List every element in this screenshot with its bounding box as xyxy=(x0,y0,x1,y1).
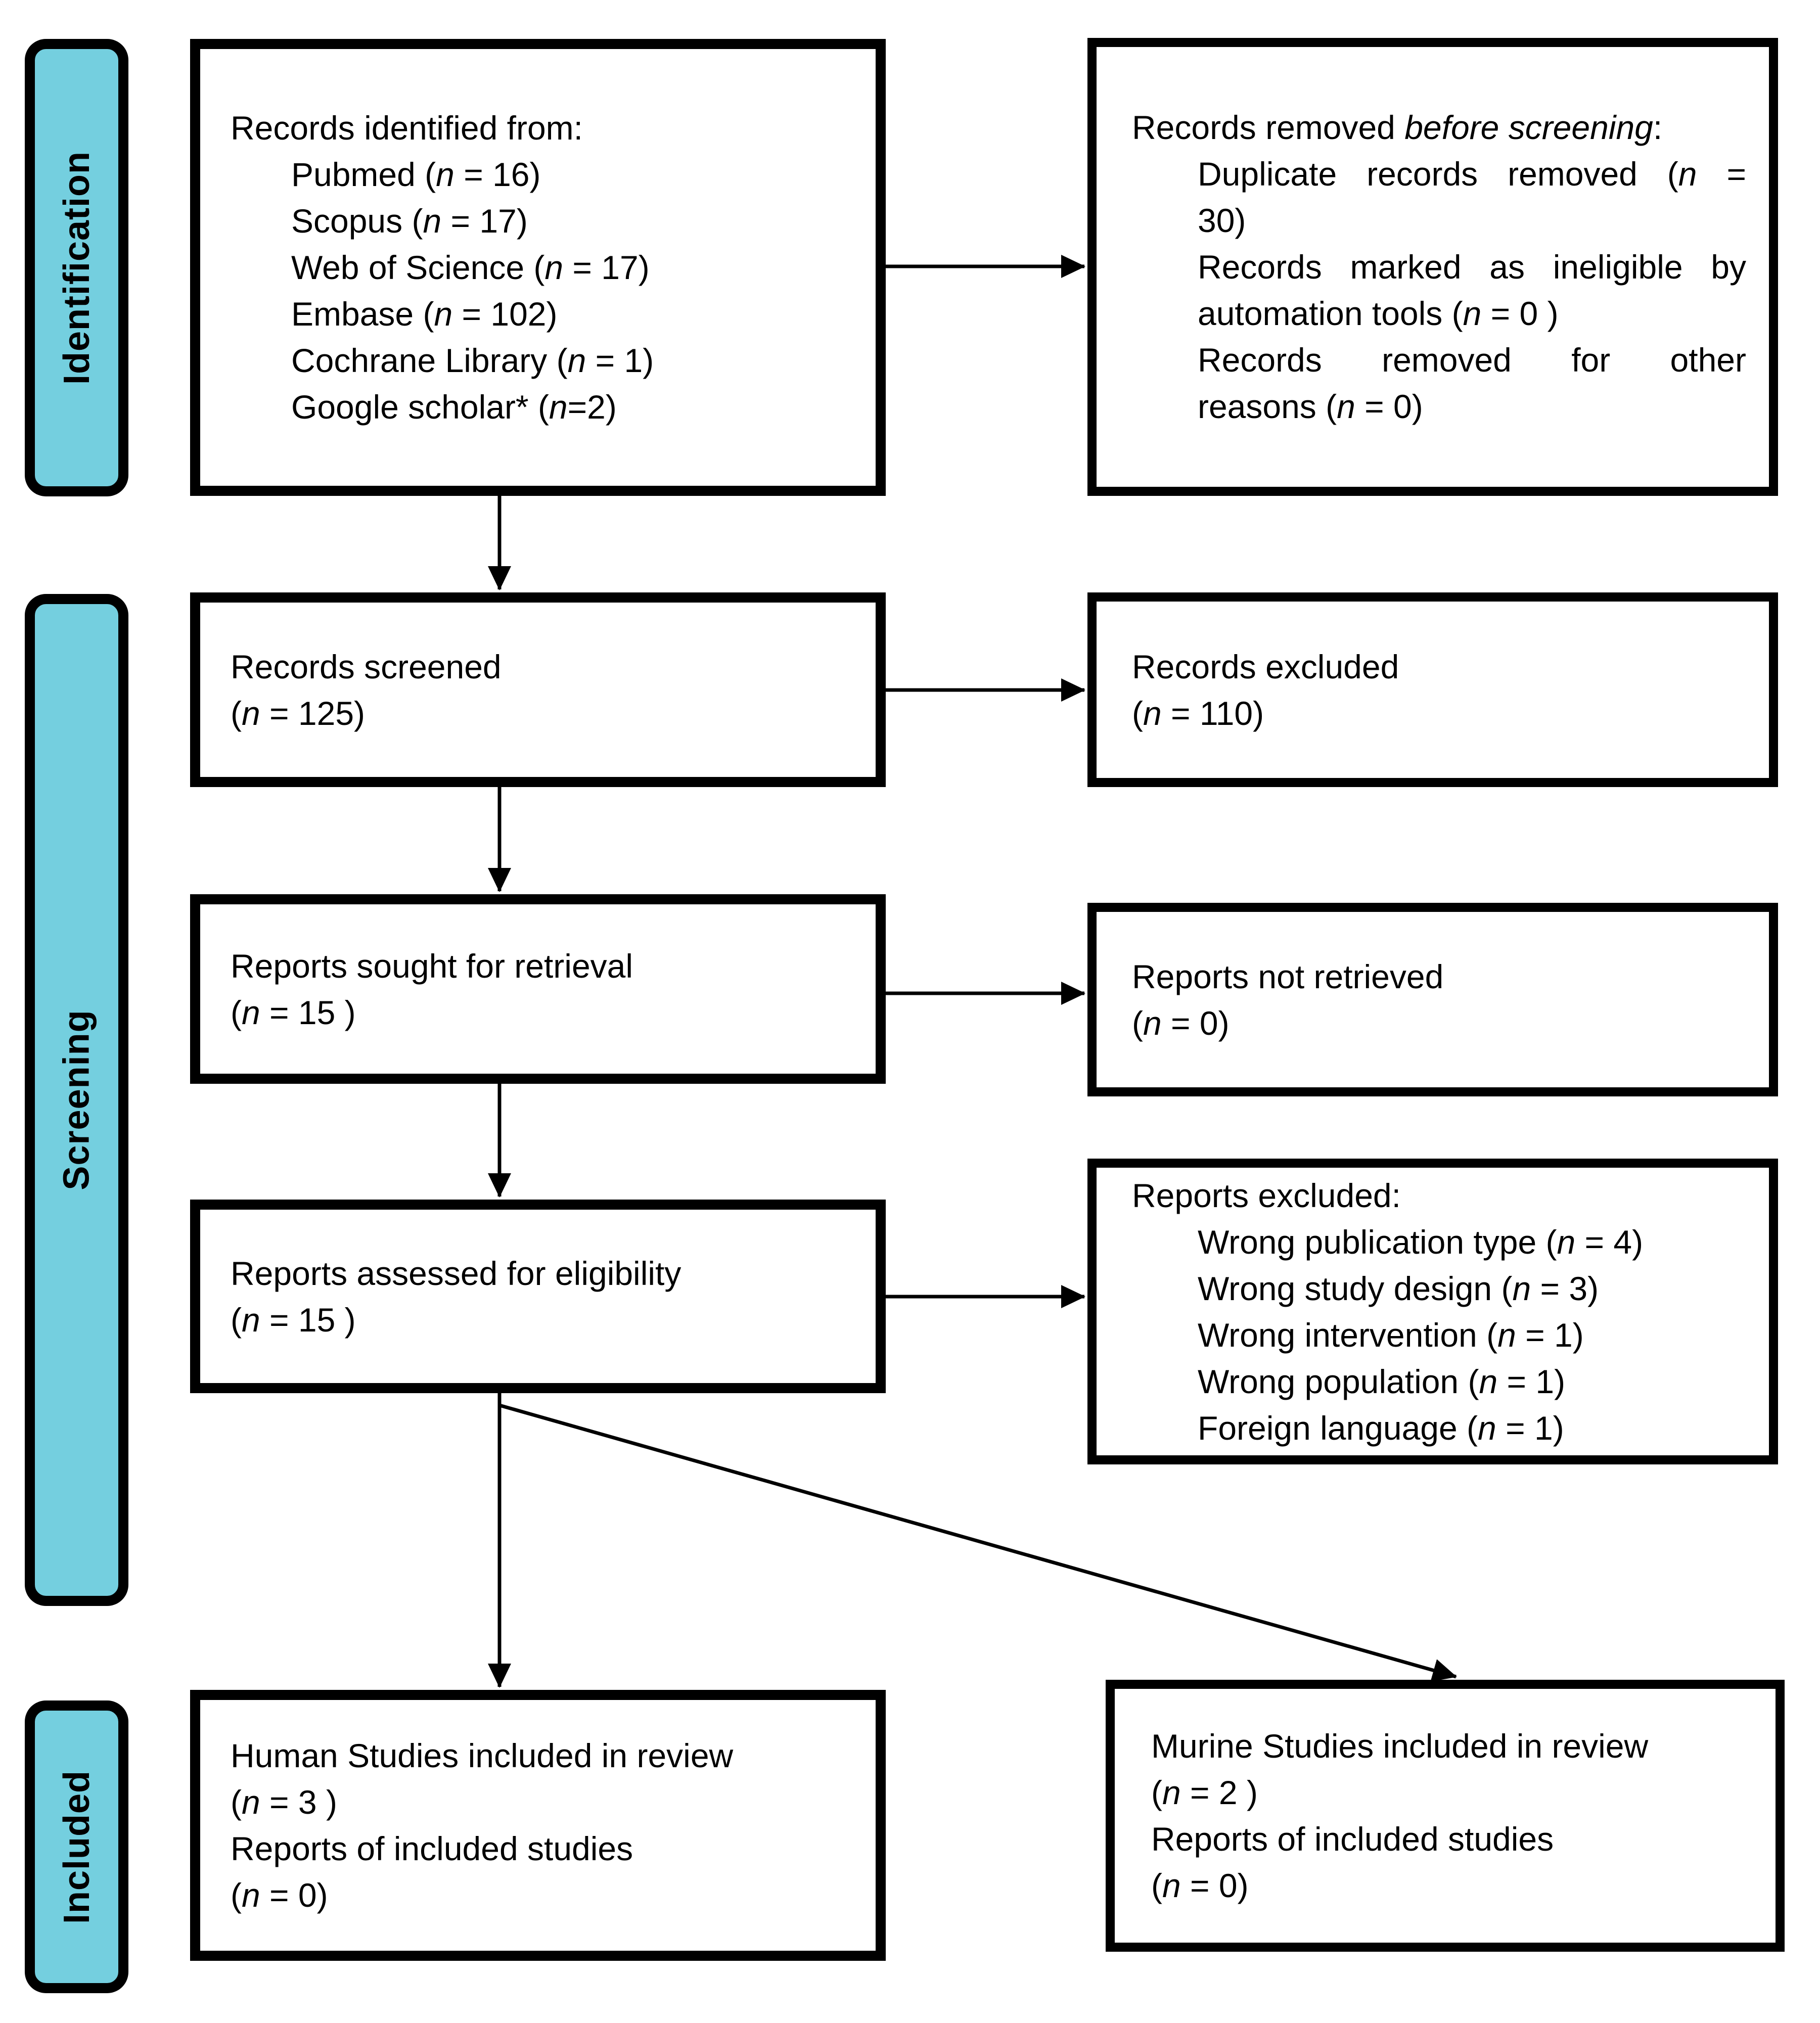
box-reports-not-retrieved: Reports not retrieved (n = 0) xyxy=(1087,903,1778,1096)
box-reports-excluded-title: Reports excluded: xyxy=(1132,1176,1401,1214)
box-reports-sought: Reports sought for retrieval (n = 15 ) xyxy=(190,894,886,1084)
removed-item: automation tools (n = 0 ) xyxy=(1198,295,1559,332)
stage-label-included: Included xyxy=(25,1700,128,1993)
murine-reports-count: (n = 0) xyxy=(1151,1867,1249,1904)
box-reports-excluded: Reports excluded: Wrong publication type… xyxy=(1087,1159,1778,1464)
arrow-assessed-to-murine-studies xyxy=(499,1403,1457,1682)
box-reports-not-retrieved-title: Reports not retrieved xyxy=(1132,957,1444,995)
box-records-screened: Records screened (n = 125) xyxy=(190,592,886,787)
box-reports-sought-title: Reports sought for retrieval xyxy=(231,947,633,985)
box-murine-studies-title: Murine Studies included in review xyxy=(1151,1727,1649,1765)
human-reports-label: Reports of included studies xyxy=(231,1830,633,1867)
box-records-identified-title: Records identified from: xyxy=(231,109,583,147)
source-item: Google scholar* (n=2) xyxy=(291,388,617,426)
records-screened-count: (n = 125) xyxy=(231,694,366,732)
box-records-excluded: Records excluded (n = 110) xyxy=(1087,592,1778,787)
removed-item: 30) xyxy=(1198,202,1246,239)
box-records-screened-title: Records screened xyxy=(231,648,502,685)
human-reports-count: (n = 0) xyxy=(231,1876,328,1914)
exclusion-reason: Wrong study design (n = 3) xyxy=(1198,1269,1599,1307)
box-reports-assessed-title: Reports assessed for eligibility xyxy=(231,1254,681,1292)
human-studies-count: (n = 3 ) xyxy=(231,1783,337,1821)
exclusion-reason: Foreign language (n = 1) xyxy=(1198,1409,1564,1447)
reports-sought-count: (n = 15 ) xyxy=(231,993,356,1031)
removed-item: Records marked as ineligible by xyxy=(1198,248,1746,286)
box-reports-assessed: Reports assessed for eligibility (n = 15… xyxy=(190,1200,886,1393)
murine-reports-label: Reports of included studies xyxy=(1151,1820,1554,1858)
box-records-removed: Records removed before screening: Duplic… xyxy=(1087,38,1778,496)
source-item: Scopus (n = 17) xyxy=(291,202,528,240)
box-records-excluded-title: Records excluded xyxy=(1132,648,1399,685)
box-human-studies-included: Human Studies included in review (n = 3 … xyxy=(190,1690,886,1961)
removed-item: Duplicate records removed (n = xyxy=(1198,155,1746,193)
exclusion-reason: Wrong population (n = 1) xyxy=(1198,1362,1566,1400)
box-records-identified: Records identified from: Pubmed (n = 16)… xyxy=(190,39,886,496)
stage-label-screening: Screening xyxy=(25,594,128,1606)
reports-not-retrieved-count: (n = 0) xyxy=(1132,1004,1230,1042)
box-human-studies-title: Human Studies included in review xyxy=(231,1737,734,1774)
removed-item: reasons (n = 0) xyxy=(1198,388,1423,425)
source-item: Pubmed (n = 16) xyxy=(291,156,541,193)
source-item: Cochrane Library (n = 1) xyxy=(291,342,654,379)
murine-studies-count: (n = 2 ) xyxy=(1151,1774,1258,1811)
source-item: Embase (n = 102) xyxy=(291,295,558,333)
box-records-removed-title: Records removed before screening: xyxy=(1132,109,1663,146)
stage-label-identification: Identification xyxy=(25,39,128,496)
removed-item: Records removed for other xyxy=(1198,341,1746,379)
reports-assessed-count: (n = 15 ) xyxy=(231,1301,356,1339)
exclusion-reason: Wrong intervention (n = 1) xyxy=(1198,1316,1584,1354)
records-excluded-count: (n = 110) xyxy=(1132,694,1264,732)
source-item: Web of Science (n = 17) xyxy=(291,249,650,286)
box-murine-studies-included: Murine Studies included in review (n = 2… xyxy=(1106,1680,1785,1952)
exclusion-reason: Wrong publication type (n = 4) xyxy=(1198,1223,1644,1261)
